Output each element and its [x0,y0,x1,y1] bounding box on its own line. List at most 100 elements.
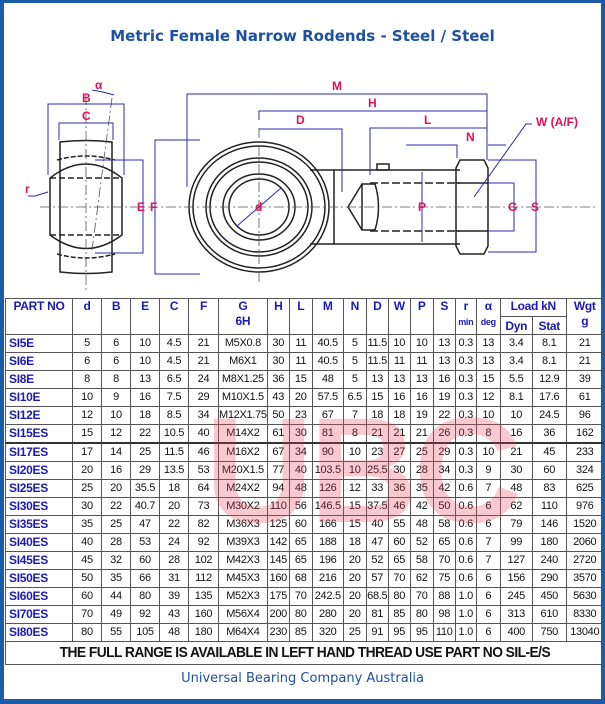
col-header-G-sub: 6H [235,314,251,328]
table-cell: 68 [288,569,313,588]
table-cell: 5 [72,334,102,353]
table-cell: 24 [159,533,189,552]
table-cell: 26 [432,424,456,444]
table-cell: 58 [432,515,456,534]
table-cell: 80 [72,623,102,642]
table-cell: 160 [266,569,290,588]
table-cell: 34 [432,461,456,480]
table-cell: 25 [101,515,131,534]
label-D: D [296,113,305,127]
label-G: G [508,200,517,214]
table-cell: 13 [432,334,456,353]
table-cell: 20 [159,497,189,516]
table-cell: 35.5 [130,479,160,498]
table-cell: 15 [288,370,313,389]
table-cell: 324 [565,461,604,480]
table-cell: 60 [387,533,411,552]
table-cell: 17 [72,442,102,462]
table-cell: 35 [409,479,434,498]
table-cell: 146 [531,515,567,534]
table-cell: 30 [288,424,313,444]
table-cell: 31 [159,569,189,588]
table-cell: M45X3 [218,569,268,588]
table-cell: 22 [432,406,456,425]
left-hand-thread-note: THE FULL RANGE IS AVAILABLE IN LEFT HAND… [28,641,580,665]
table-cell: 21 [188,352,219,371]
table-cell: 6 [475,623,501,642]
table-cell: 15 [365,388,389,407]
part-number-cell: SI80ES [5,623,73,642]
table-cell: 48 [159,623,189,642]
table-cell: 1.0 [454,623,477,642]
table-cell: 45 [531,442,567,462]
table-cell: 96 [565,406,604,425]
table-cell: 0.6 [454,479,477,498]
table-cell: 29 [188,388,219,407]
table-cell: 12.9 [531,370,567,389]
table-cell: 61 [565,388,604,407]
col-header-alpha-label: α [484,299,492,313]
table-cell: 0.3 [454,352,477,371]
table-cell: 21 [565,352,604,371]
table-cell: 20 [342,569,367,588]
table-cell: 60 [288,515,313,534]
table-cell: 8.5 [159,406,189,425]
table-cell: 42 [409,497,434,516]
table-cell: 48 [499,479,533,498]
table-cell: 6 [475,497,501,516]
table-cell: 22 [101,497,131,516]
table-cell: 20 [288,388,313,407]
table-cell: 7.5 [159,388,189,407]
table-cell: 6 [101,334,131,353]
table-cell: 13 [365,370,389,389]
table-cell: 6 [475,515,501,534]
table-cell: 35 [101,569,131,588]
table-cell: 57 [365,569,389,588]
table-cell: 5630 [565,587,604,606]
table-cell: 90 [311,442,344,462]
col-header-W: W [387,298,411,335]
table-cell: 40 [288,461,313,480]
table-cell: 30 [266,334,290,353]
table-cell: 142 [266,533,290,552]
table-cell: 20 [72,461,102,480]
table-cell: 30 [387,461,411,480]
label-alpha: α [95,78,103,92]
page-title: Metric Female Narrow Rodends - Steel / S… [110,27,495,45]
col-header-load: Load kN [499,298,567,317]
table-cell: 80 [130,587,160,606]
table-cell: M24X2 [218,479,268,498]
table-cell: 17.6 [531,388,567,407]
table-cell: 112 [188,569,219,588]
table-cell: 16 [409,388,434,407]
table-cell: 30 [499,461,533,480]
col-header-C: C [159,298,189,335]
table-cell: 85 [288,623,313,642]
table-cell: 1.0 [454,605,477,624]
part-number-cell: SI12E [5,406,73,425]
table-cell: 610 [531,605,567,624]
part-number-cell: SI25ES [5,479,73,498]
table-cell: 57.5 [311,388,344,407]
table-cell: 37.5 [365,497,389,516]
table-cell: 6 [101,352,131,371]
table-cell: 162 [565,424,604,444]
table-cell: 16 [499,424,533,444]
table-cell: 7 [475,479,501,498]
table-cell: 196 [311,551,344,570]
table-cell: 33 [365,479,389,498]
table-cell: 62 [409,569,434,588]
part-number-cell: SI40ES [5,533,73,552]
table-cell: 6 [475,569,501,588]
table-cell: 10 [72,388,102,407]
col-header-wgt-label: Wgt [573,299,596,313]
part-number-cell: SI30ES [5,497,73,516]
table-cell: 13 [387,370,411,389]
table-cell: 61 [266,424,290,444]
table-cell: 60 [531,461,567,480]
table-cell: 53 [130,533,160,552]
label-d: d [255,200,262,214]
table-cell: 11 [288,334,313,353]
